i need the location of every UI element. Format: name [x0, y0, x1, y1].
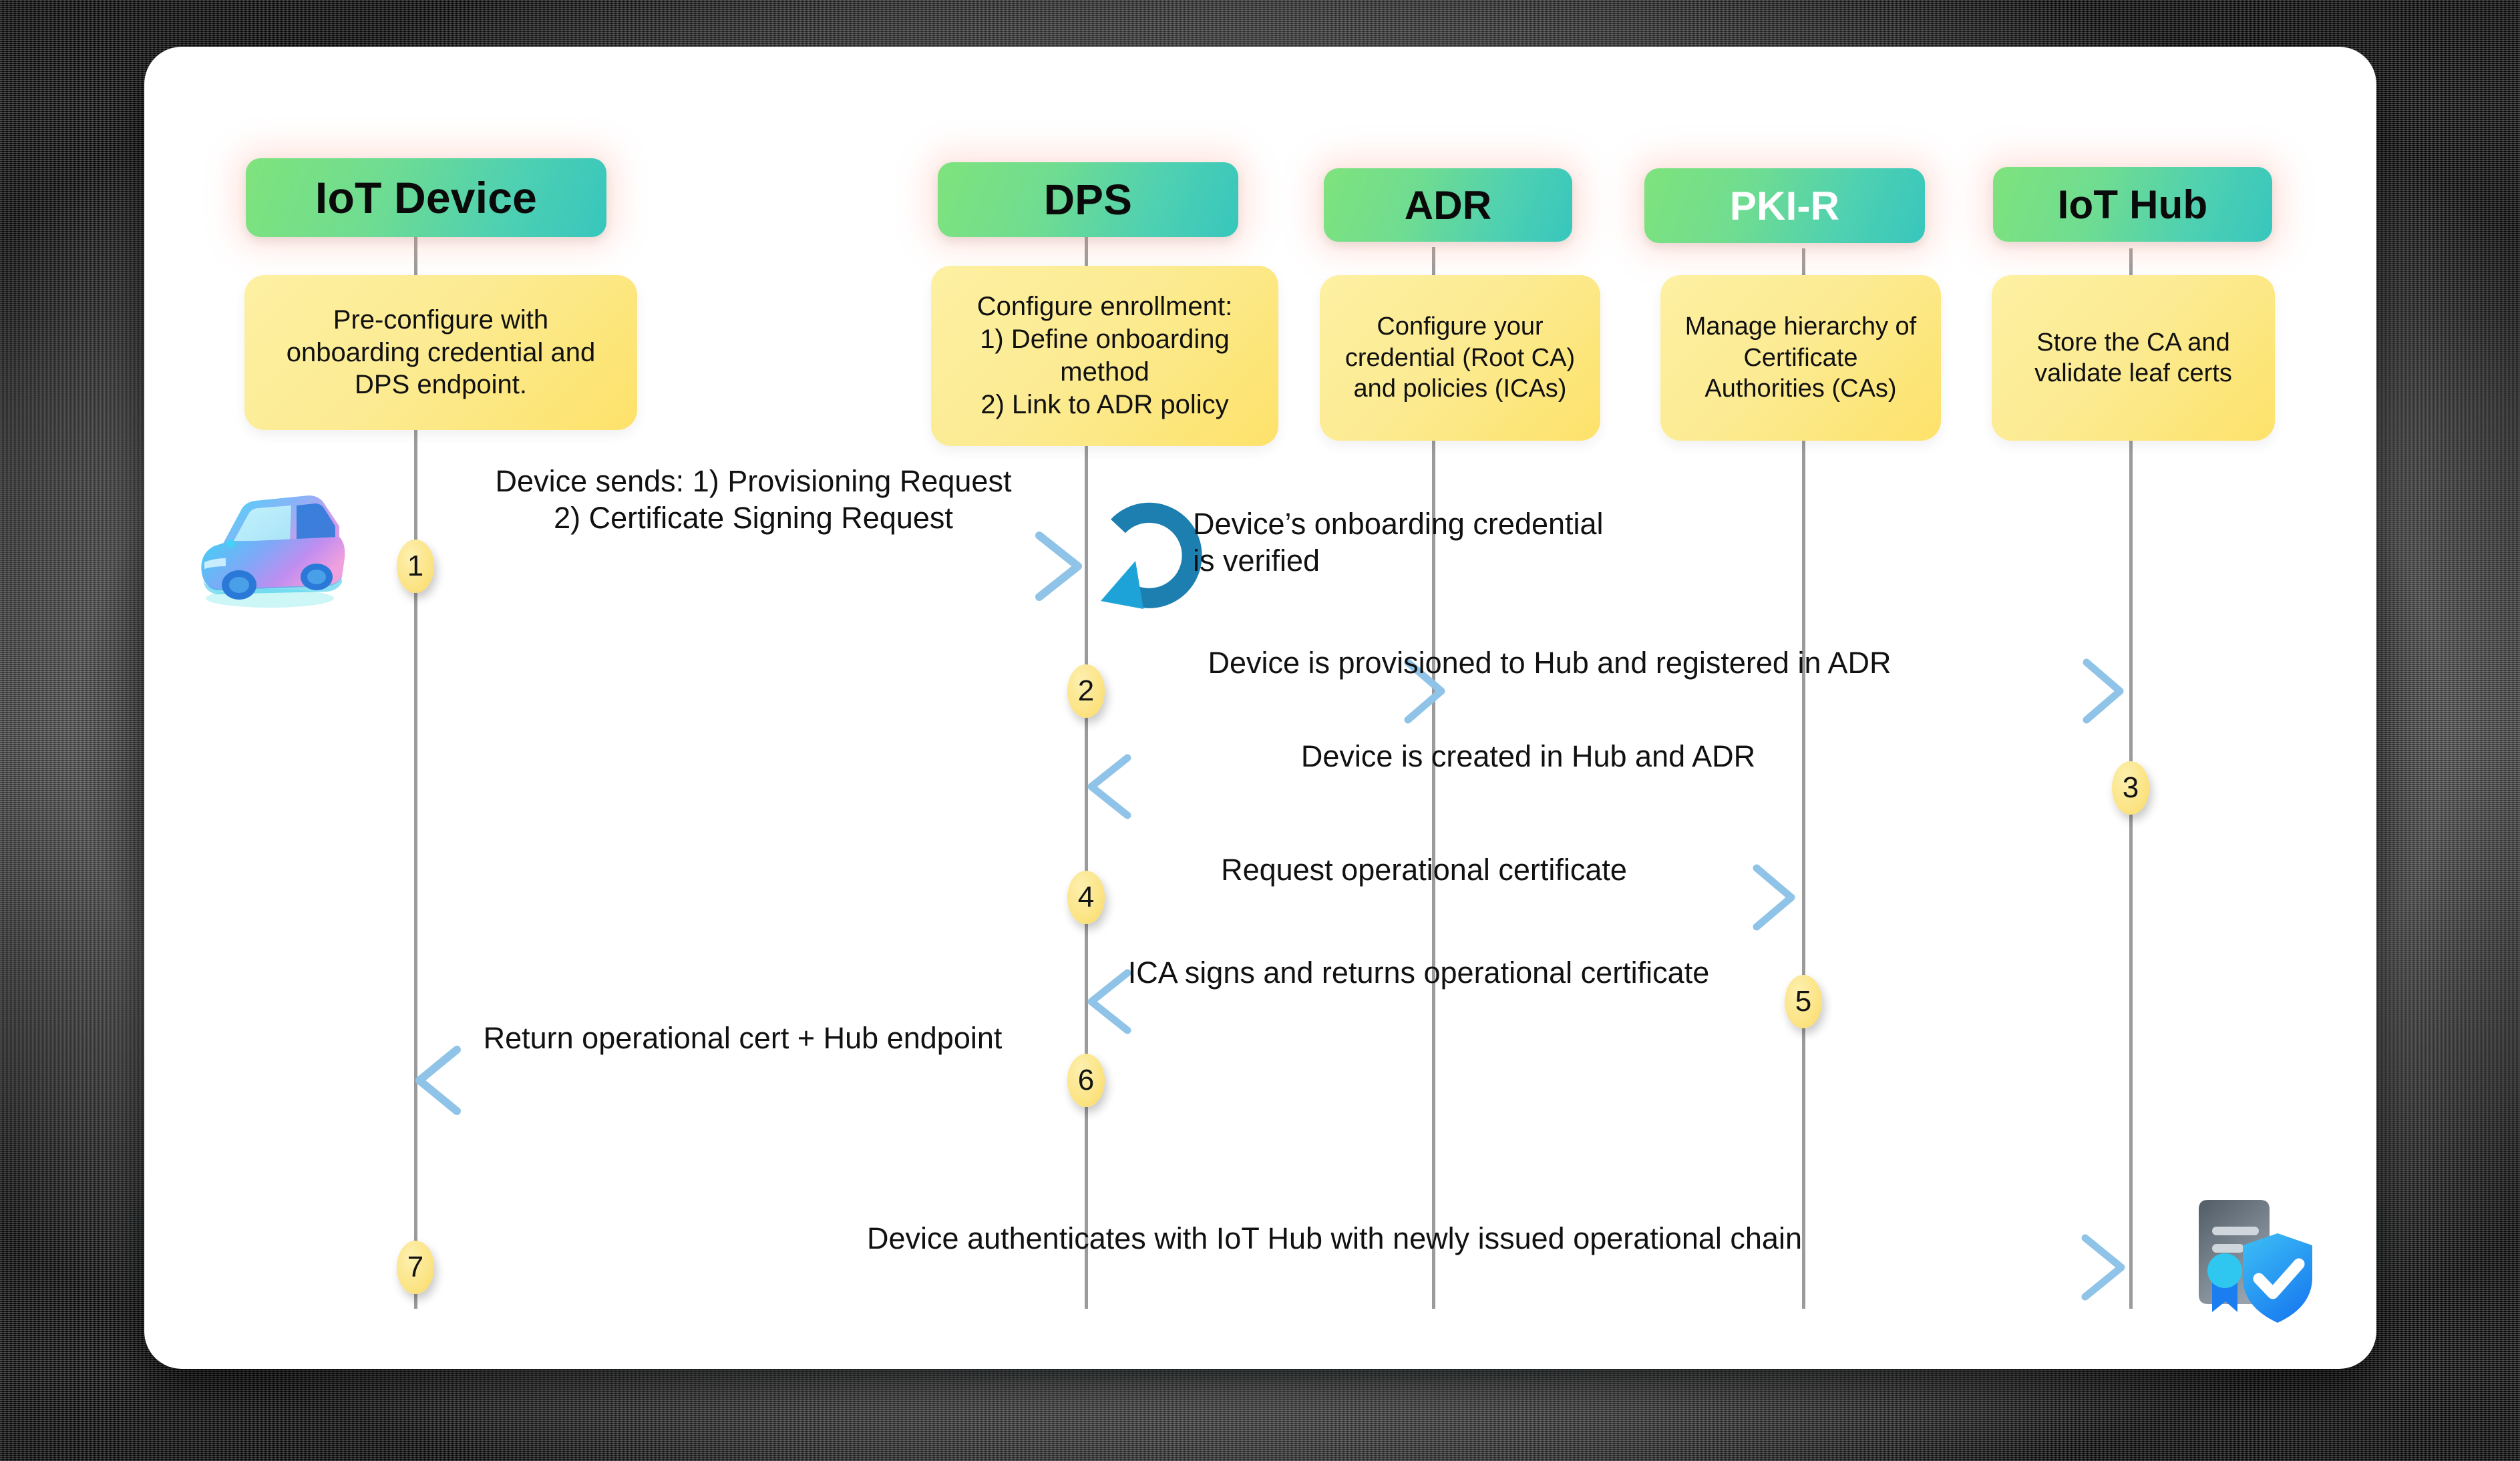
message-label-line1: Device sends: 1) Provisioning Request	[495, 464, 1012, 498]
participant-label: DPS	[1043, 176, 1133, 224]
arrow-step-6	[415, 1046, 1082, 1115]
note-adr: Configure your credential (Root CA) and …	[1320, 275, 1600, 441]
3d-car-icon	[201, 495, 345, 608]
step-badge-7: 7	[397, 1241, 434, 1294]
note-text: Pre-configure with onboarding credential…	[286, 304, 596, 400]
step-badge-6: 6	[1067, 1054, 1105, 1107]
certificate-shield-icon	[2199, 1200, 2312, 1323]
step-number: 2	[1077, 674, 1095, 707]
message-label-step-6: Return operational cert + Hub endpoint	[484, 1020, 1003, 1057]
message-label-step-2: Device is provisioned to Hub and registe…	[1208, 645, 1891, 682]
lifeline-adr	[1432, 247, 1435, 1309]
participant-label: ADR	[1404, 182, 1492, 228]
note-text: Configure your credential (Root CA) and …	[1344, 312, 1576, 403]
message-label-step-3: Device is created in Hub and ADR	[1301, 739, 1755, 775]
message-label-line1: Device’s onboarding credential	[1193, 507, 1604, 541]
note-text: Configure enrollment: 1) Define onboardi…	[976, 292, 1233, 419]
lifeline-pki-r	[1802, 248, 1805, 1309]
message-label-line1: ICA signs and returns operational certif…	[1127, 956, 1710, 990]
step-number: 1	[407, 550, 424, 582]
step-number: 3	[2122, 771, 2139, 804]
note-text: Store the CA and validate leaf certs	[2034, 328, 2232, 387]
message-label-step-1: Device sends: 1) Provisioning Request 2)…	[496, 463, 1012, 537]
note-iot-hub: Store the CA and validate leaf certs	[1992, 275, 2275, 441]
participant-label: IoT Device	[315, 173, 538, 222]
message-label-line1: Device is provisioned to Hub and registe…	[1208, 646, 1892, 680]
note-iot-device: Pre-configure with onboarding credential…	[244, 275, 637, 430]
step-badge-5: 5	[1785, 975, 1822, 1028]
step-badge-1: 1	[397, 540, 434, 593]
participant-header-iot-hub[interactable]: IoT Hub	[1993, 167, 2272, 242]
participant-label: PKI-R	[1729, 183, 1840, 228]
step-number: 7	[407, 1251, 424, 1283]
note-pki-r: Manage hierarchy of Certificate Authorit…	[1660, 275, 1941, 441]
note-text: Manage hierarchy of Certificate Authorit…	[1684, 312, 1917, 403]
participant-header-iot-device[interactable]: IoT Device	[246, 158, 606, 237]
message-label-step-4: Request operational certificate	[1221, 852, 1627, 889]
message-label-self-loop: Device’s onboarding credential is verifi…	[1193, 506, 1604, 580]
participant-header-pki-r[interactable]: PKI-R	[1644, 168, 1925, 243]
message-label-line1: Device authenticates with IoT Hub with n…	[867, 1221, 1802, 1255]
message-label-line2: is verified	[1193, 543, 1320, 578]
step-badge-4: 4	[1067, 871, 1105, 924]
message-label-line1: Request operational certificate	[1221, 853, 1627, 887]
participant-header-dps[interactable]: DPS	[938, 162, 1238, 237]
message-label-step-5: ICA signs and returns operational certif…	[1128, 955, 1709, 992]
lifeline-dps	[1085, 235, 1088, 1309]
message-label-line1: Return operational cert + Hub endpoint	[483, 1021, 1003, 1055]
message-label-line2: 2) Certificate Signing Request	[554, 500, 953, 535]
note-dps: Configure enrollment: 1) Define onboardi…	[931, 266, 1278, 446]
message-label-line1: Device is created in Hub and ADR	[1300, 739, 1756, 773]
participant-label: IoT Hub	[2057, 182, 2208, 227]
lifeline-iot-device	[414, 227, 417, 1309]
step-badge-2: 2	[1067, 664, 1105, 718]
message-label-step-7: Device authenticates with IoT Hub with n…	[867, 1221, 1802, 1257]
step-number: 5	[1795, 985, 1812, 1018]
step-number: 6	[1077, 1064, 1095, 1096]
arrow-step-1	[417, 532, 1082, 601]
participant-header-adr[interactable]: ADR	[1324, 168, 1572, 242]
arrow-self-loop-dps	[1101, 502, 1202, 609]
step-badge-3: 3	[2112, 761, 2149, 815]
step-number: 4	[1077, 881, 1095, 913]
